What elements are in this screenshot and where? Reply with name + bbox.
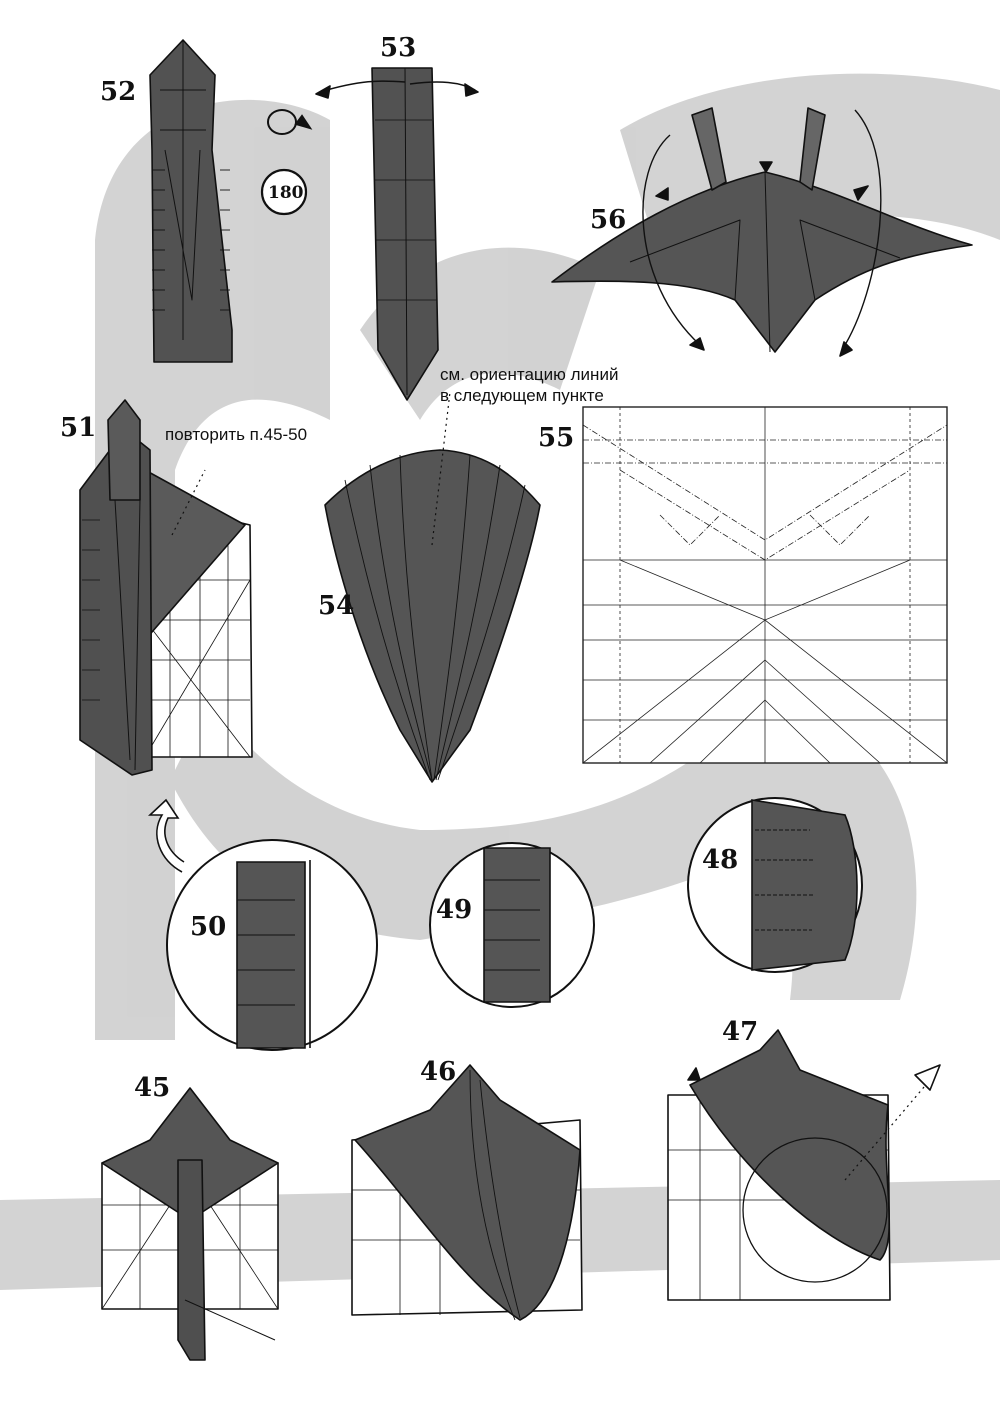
step-51-label: 51	[60, 413, 96, 443]
step-52-label: 52	[100, 77, 136, 107]
rotate-180-label: 180	[268, 183, 304, 203]
step-48-label: 48	[702, 845, 738, 875]
step-45-label: 45	[134, 1073, 170, 1103]
turn-arrow-icon	[147, 798, 185, 873]
step-55-label: 55	[538, 423, 574, 453]
step-54-figure	[324, 391, 541, 783]
step-50-label: 50	[190, 912, 226, 942]
step-51-figure	[79, 399, 253, 776]
step-49-label: 49	[436, 895, 472, 925]
step-47-label: 47	[722, 1017, 758, 1047]
rotate-180-icon: 180	[260, 168, 308, 216]
step-56-label: 56	[590, 205, 626, 235]
step-53-label: 53	[380, 33, 416, 63]
step-55-crease-pattern	[582, 406, 948, 764]
step-54-label: 54	[318, 591, 354, 621]
step-56-figure	[551, 107, 973, 357]
step-48-detail	[687, 797, 863, 973]
step-49-detail	[429, 842, 595, 1008]
step-50-detail	[166, 839, 378, 1051]
orientation-note-line2: в следующем пункте	[440, 386, 604, 405]
step-52-figure	[149, 39, 233, 363]
step-46-figure	[351, 1064, 583, 1321]
turn-over-icon	[267, 109, 313, 135]
orientation-note-line1: см. ориентацию линий	[440, 365, 618, 384]
step-47-figure	[667, 1029, 941, 1301]
step-45-figure	[101, 1087, 279, 1361]
repeat-note: повторить п.45-50	[165, 425, 307, 444]
step-46-label: 46	[420, 1057, 456, 1087]
step-53-figure	[315, 67, 479, 401]
